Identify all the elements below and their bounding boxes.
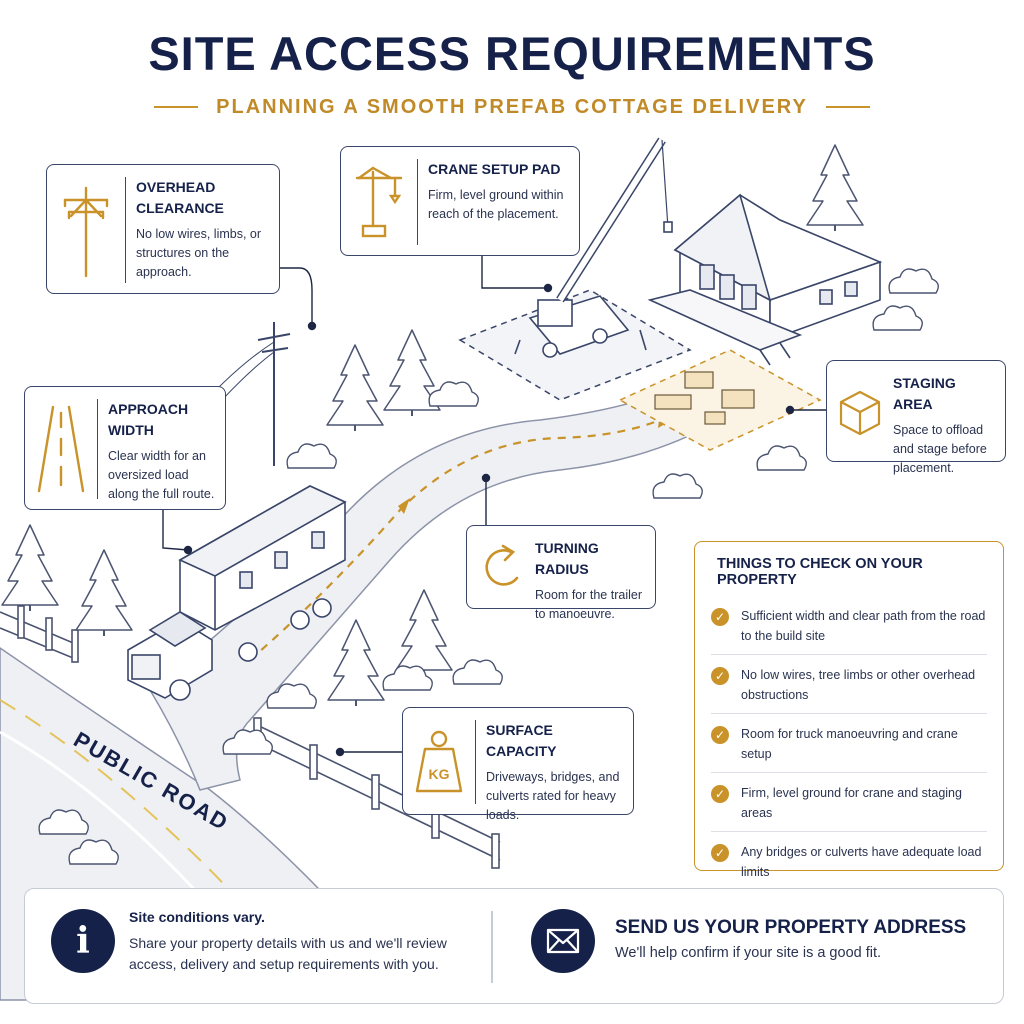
callout-heading: APPROACH [108, 401, 189, 417]
subtitle-rule-right [825, 106, 870, 108]
checklist-item-text: No low wires, tree limbs or other overhe… [741, 668, 976, 702]
callout-overhead-clearance: OVERHEAD CLEARANCE No low wires, limbs, … [46, 164, 280, 294]
checklist-item: ✓ Sufficient width and clear path from t… [711, 596, 987, 655]
callout-approach-width: APPROACH WIDTH Clear width for an oversi… [24, 386, 226, 510]
footer-cta-body: We'll help confirm if your site is a goo… [615, 945, 882, 961]
callout-surface-capacity: KG SURFACE CAPACITY Driveways, bridges, … [402, 707, 634, 822]
staging-pad [618, 349, 822, 451]
callout-leaders [162, 256, 826, 757]
footer-info-heading: Site conditions vary. [129, 909, 265, 925]
footer-divider [491, 911, 493, 983]
checklist-item: ✓ Any bridges or culverts have adequate … [711, 832, 987, 890]
footer-cta[interactable]: SEND US YOUR PROPERTY ADDRESS We'll help… [615, 917, 995, 961]
callout-body: No low wires, limbs, or structures on th… [136, 227, 262, 279]
footer-cta-heading[interactable]: SEND US YOUR PROPERTY ADDRESS [615, 917, 967, 938]
route-arrow-path [249, 418, 661, 661]
checklist-item: ✓ No low wires, tree limbs or other over… [711, 655, 987, 714]
footer-info-body: Share your property details with us and … [129, 935, 447, 972]
road-icon [35, 399, 98, 499]
checklist-title: THINGS TO CHECK ON YOUR PROPERTY [717, 556, 923, 588]
callout-heading: TURNING RADIUS [535, 540, 599, 577]
weight-icon: KG [413, 720, 476, 804]
turn-arrow-icon [477, 538, 525, 598]
callout-heading: CRANE SETUP PAD [428, 161, 561, 177]
callout-heading-line2: CLEARANCE [136, 200, 224, 216]
callout-crane-setup-pad: CRANE SETUP PAD Firm, level ground withi… [340, 146, 580, 256]
checklist-item-text: Firm, level ground for crane and staging… [741, 786, 962, 820]
callout-heading: OVERHEAD [136, 179, 216, 195]
callout-body: Firm, level ground within reach of the p… [428, 188, 564, 221]
callout-staging-area: STAGING AREA Space to offload and stage … [826, 360, 1006, 475]
page-title: SITE ACCESS REQUIREMENTS [148, 27, 876, 80]
checklist-item-text: Sufficient width and clear path from the… [741, 609, 986, 643]
callout-heading-line2: WIDTH [108, 422, 154, 438]
check-icon: ✓ [711, 667, 729, 685]
box-icon [837, 373, 883, 451]
utility-pole-icon [57, 177, 126, 283]
utility-pole-illustration [215, 322, 291, 466]
callout-heading: SURFACE CAPACITY [486, 722, 557, 759]
truck-illustration [127, 485, 347, 701]
checklist-item-text: Any bridges or culverts have adequate lo… [741, 845, 982, 879]
crane-icon [351, 159, 418, 245]
checklist-item: ✓ Room for truck manoeuvring and crane s… [711, 714, 987, 773]
footer-info: Site conditions vary. Share your propert… [129, 909, 489, 975]
callout-turning-radius: TURNING RADIUS Room for the trailer to m… [466, 525, 656, 621]
checklist-item-text: Room for truck manoeuvring and crane set… [741, 727, 958, 761]
mail-icon[interactable] [531, 909, 595, 973]
info-icon: i [51, 909, 115, 973]
page-subtitle: PLANNING A SMOOTH PREFAB COTTAGE DELIVER… [216, 95, 808, 118]
check-icon: ✓ [711, 726, 729, 744]
callout-heading: STAGING AREA [893, 375, 956, 412]
callout-body: Driveways, bridges, and culverts rated f… [486, 770, 620, 822]
check-icon: ✓ [711, 844, 729, 862]
subtitle-row: PLANNING A SMOOTH PREFAB COTTAGE DELIVER… [0, 92, 1024, 122]
callout-body: Clear width for an oversized load along … [108, 449, 215, 501]
property-checklist: THINGS TO CHECK ON YOUR PROPERTY ✓ Suffi… [694, 541, 1004, 879]
footer-banner: i Site conditions vary. Share your prope… [24, 888, 1004, 1004]
callout-body: Space to offload and stage before placem… [893, 423, 987, 475]
checklist-item: ✓ Firm, level ground for crane and stagi… [711, 773, 987, 832]
crane-illustration [514, 137, 673, 358]
cottage-illustration [647, 193, 883, 366]
callout-body: Room for the trailer to manoeuvre. [535, 588, 642, 621]
check-icon: ✓ [711, 785, 729, 803]
subtitle-rule-left [154, 106, 199, 108]
weight-label: KG [429, 766, 450, 782]
check-icon: ✓ [711, 608, 729, 626]
